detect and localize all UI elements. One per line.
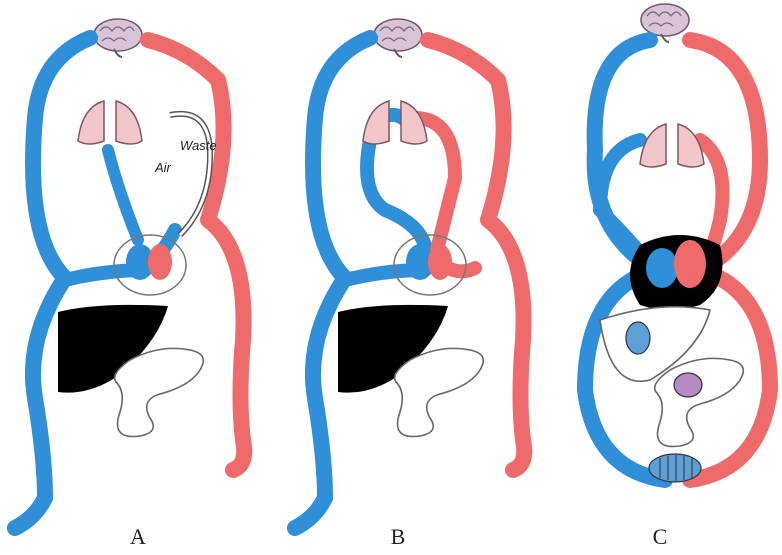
- heart-left-chamber: [148, 244, 172, 280]
- brain-icon: [374, 19, 422, 57]
- gut-icon: [655, 358, 744, 446]
- heart-left-chamber: [674, 240, 706, 288]
- capillary-bed-liver: [626, 322, 650, 354]
- panel-label-a: A: [118, 524, 158, 550]
- heart-left-chamber: [428, 244, 452, 280]
- capillary-bed-bottom: [649, 454, 701, 482]
- lungs-icon: [363, 101, 427, 144]
- brain-icon: [94, 19, 142, 57]
- gut-icon: [395, 348, 484, 436]
- heart-right-chamber: [646, 248, 678, 288]
- gut-icon: [115, 348, 204, 436]
- capillary-bed-gut: [674, 373, 702, 397]
- pulmonary-vein: [108, 150, 138, 240]
- lungs-icon: [78, 101, 142, 144]
- panel-c-diagram: [585, 4, 770, 482]
- panel-b-diagram: [295, 19, 524, 528]
- panel-label-c: C: [640, 524, 680, 550]
- waste-label: Waste: [180, 138, 217, 153]
- panel-label-b: B: [378, 524, 418, 550]
- lungs-icon: [640, 124, 704, 167]
- air-label: Air: [154, 160, 172, 175]
- panel-a-diagram: Air Waste: [15, 19, 244, 528]
